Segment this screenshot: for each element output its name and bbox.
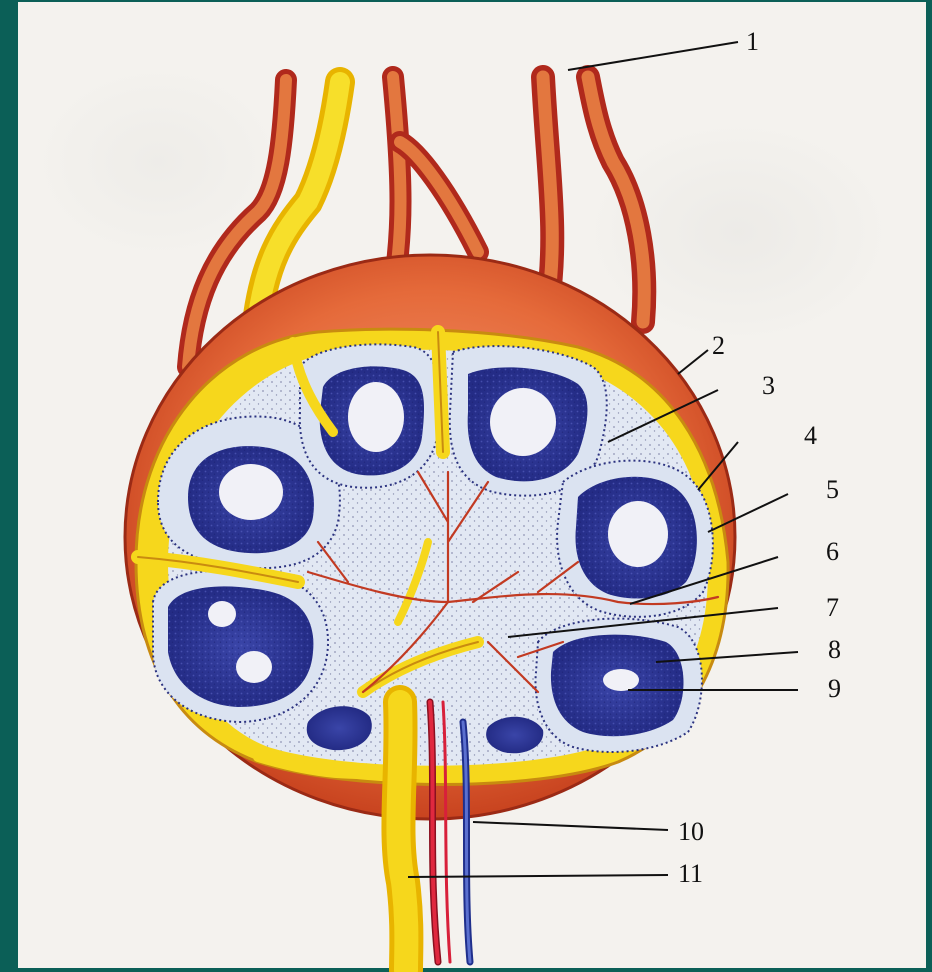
label-3: 3 xyxy=(762,371,775,400)
label-8: 8 xyxy=(828,635,841,664)
germinal-center xyxy=(603,669,639,691)
germinal-center xyxy=(219,464,283,520)
label-2: 2 xyxy=(712,331,725,360)
label-7: 7 xyxy=(826,593,839,622)
label-4: 4 xyxy=(804,421,817,450)
nodule xyxy=(557,461,713,617)
germinal-center xyxy=(208,601,236,627)
label-5: 5 xyxy=(826,475,839,504)
germinal-center xyxy=(348,382,404,452)
germinal-center xyxy=(490,388,556,456)
germinal-center xyxy=(236,651,272,683)
label-10: 10 xyxy=(678,817,704,846)
germinal-center xyxy=(608,501,668,567)
label-11: 11 xyxy=(678,859,703,888)
page: 1 2 3 4 5 6 7 8 9 10 11 xyxy=(18,2,926,968)
nodule xyxy=(153,570,328,722)
lymph-node-diagram: 1 2 3 4 5 6 7 8 9 10 11 xyxy=(18,2,932,972)
label-6: 6 xyxy=(826,537,839,566)
label-9: 9 xyxy=(828,674,841,703)
nodule xyxy=(535,619,701,752)
label-1: 1 xyxy=(746,27,759,56)
